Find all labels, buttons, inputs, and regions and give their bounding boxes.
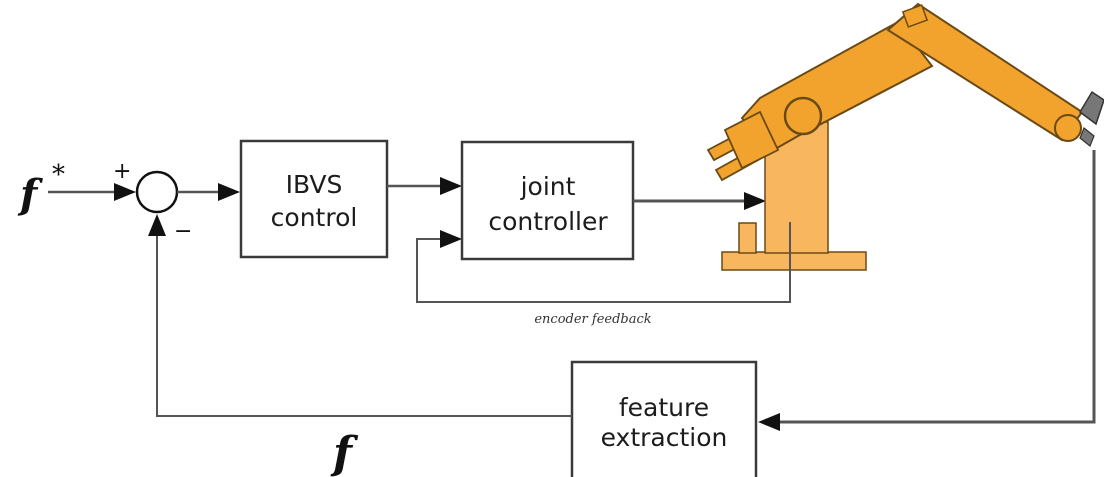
joint-label-line1: joint (520, 172, 576, 201)
error-signal-arrow (218, 183, 240, 201)
robot-wrist (723, 110, 780, 170)
summing-junction (135, 170, 179, 214)
feature-feedback-arrow (148, 214, 166, 236)
feature-label-line2: extraction (601, 423, 728, 452)
robot-base-plate (721, 251, 867, 271)
minus-sign: − (174, 219, 192, 244)
reference-signal-label: f (17, 171, 43, 218)
robot-end-joint (1054, 114, 1082, 142)
robot-arm-illustration (706, 2, 1104, 271)
robot-shoulder-joint (783, 96, 823, 136)
encoder-feedback-label: encoder feedback (534, 312, 651, 327)
joint-label-line2: controller (488, 207, 608, 236)
encoder-feedback-arrow (440, 230, 462, 248)
feature-feedback-line (156, 236, 572, 417)
ibvs-label-line1: IBVS (286, 170, 343, 199)
ibvs-control-block (239, 139, 389, 259)
ibvs-to-joint-arrow (440, 177, 462, 195)
joint-to-robot-arrow (744, 192, 766, 210)
camera-feedback-line (780, 150, 1096, 424)
encoder-feedback-line (416, 222, 791, 303)
camera-feedback-arrow (758, 413, 780, 431)
feature-extraction-block (570, 360, 758, 477)
ibvs-label-line2: control (271, 203, 358, 232)
camera-icon (1079, 90, 1104, 126)
feedback-signal-label: f (330, 428, 359, 477)
feature-label-line1: feature (619, 393, 709, 422)
reference-input-arrow (114, 183, 136, 201)
joint-controller-block (460, 140, 635, 261)
reference-superscript: * (52, 160, 65, 190)
robot-elbow-knob (901, 4, 929, 28)
robot-small-post (738, 222, 757, 254)
camera-lens-icon (1079, 127, 1095, 147)
plus-sign: + (113, 159, 131, 184)
